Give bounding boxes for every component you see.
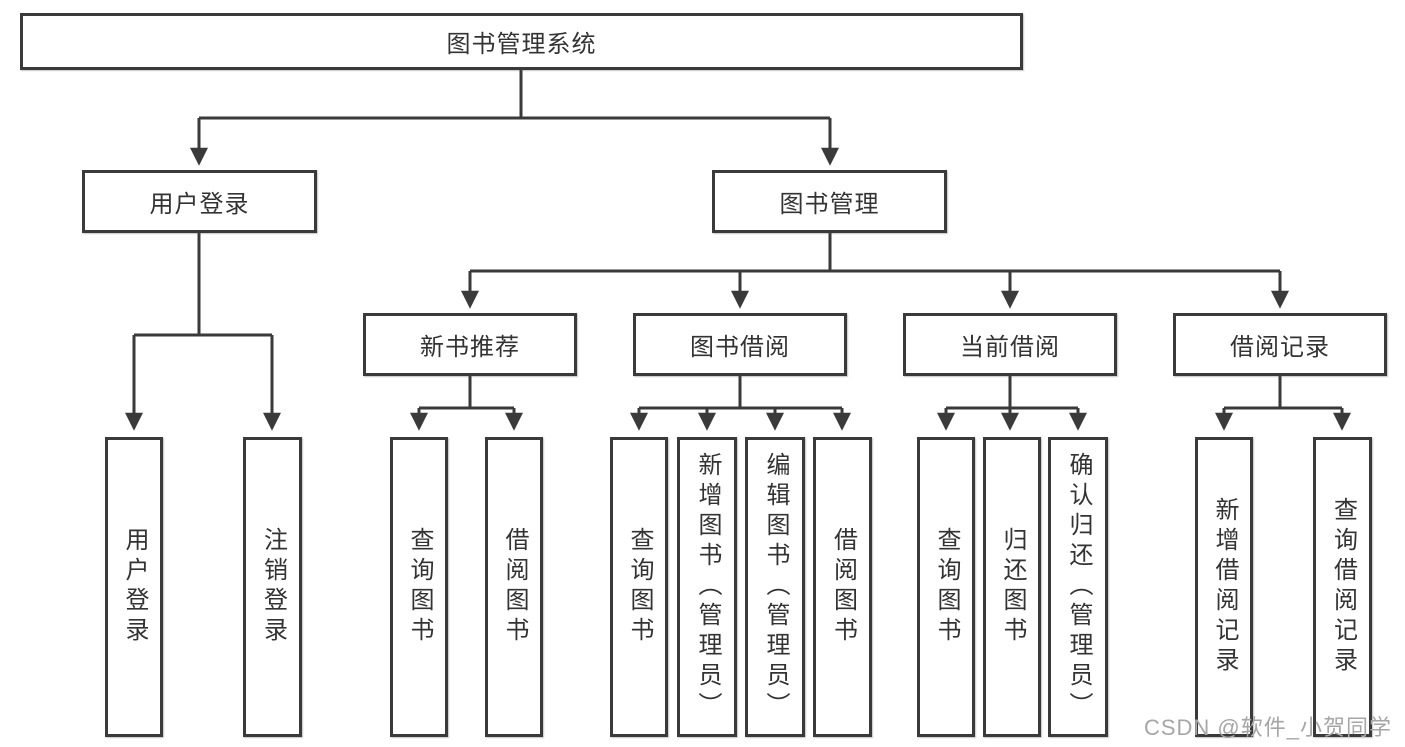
node-new-book-recommend: 新书推荐 <box>363 313 577 376</box>
leaf-recommend-query-books-label: 查询图书 <box>406 527 433 647</box>
leaf-confirm-return-admin: 确认归还（管理员） <box>1048 437 1108 737</box>
leaf-logout: 注销登录 <box>243 437 302 737</box>
leaf-recommend-query-books: 查询图书 <box>390 437 448 737</box>
node-book-borrow-label: 图书借阅 <box>690 334 790 361</box>
node-borrow-records: 借阅记录 <box>1173 313 1387 376</box>
leaf-add-book-admin: 新增图书（管理员） <box>677 437 737 737</box>
node-root-system: 图书管理系统 <box>20 13 1023 70</box>
node-current-borrow-label: 当前借阅 <box>960 334 1060 361</box>
node-user-login: 用户登录 <box>82 170 317 233</box>
leaf-borrow-books: 借阅图书 <box>813 437 872 737</box>
leaf-current-query-books-label: 查询图书 <box>933 527 960 647</box>
node-book-management-label: 图书管理 <box>779 191 880 218</box>
leaf-recommend-borrow-books-label: 借阅图书 <box>501 527 528 647</box>
leaf-add-borrow-record-label: 新增借阅记录 <box>1211 497 1238 677</box>
node-user-login-label: 用户登录 <box>149 191 250 218</box>
leaf-user-login-label: 用户登录 <box>121 527 148 647</box>
leaf-query-borrow-record-label: 查询借阅记录 <box>1329 497 1357 677</box>
leaf-query-borrow-record: 查询借阅记录 <box>1313 437 1372 737</box>
leaf-recommend-borrow-books: 借阅图书 <box>485 437 543 737</box>
leaf-logout-label: 注销登录 <box>259 527 287 647</box>
leaf-borrow-books-label: 借阅图书 <box>829 527 857 647</box>
leaf-borrow-query-books-label: 查询图书 <box>626 527 653 647</box>
leaf-edit-book-admin: 编辑图书（管理员） <box>745 437 805 737</box>
leaf-user-login: 用户登录 <box>105 437 163 737</box>
node-borrow-records-label: 借阅记录 <box>1230 334 1330 361</box>
csdn-watermark: CSDN @软件_小贺同学 <box>1143 715 1392 740</box>
leaf-return-book: 归还图书 <box>983 437 1041 737</box>
leaf-current-query-books: 查询图书 <box>917 437 975 737</box>
node-root-system-label: 图书管理系统 <box>446 31 597 58</box>
leaf-return-book-label: 归还图书 <box>999 527 1026 647</box>
node-book-borrow: 图书借阅 <box>633 313 847 376</box>
leaf-edit-book-admin-label: 编辑图书（管理员） <box>762 452 789 722</box>
leaf-confirm-return-admin-label: 确认归还（管理员） <box>1065 452 1092 722</box>
leaf-add-book-admin-label: 新增图书（管理员） <box>694 452 721 722</box>
node-book-management: 图书管理 <box>712 170 947 233</box>
node-current-borrow: 当前借阅 <box>903 313 1117 376</box>
leaf-add-borrow-record: 新增借阅记录 <box>1195 437 1253 737</box>
leaf-borrow-query-books: 查询图书 <box>610 437 668 737</box>
node-new-book-recommend-label: 新书推荐 <box>420 334 520 361</box>
